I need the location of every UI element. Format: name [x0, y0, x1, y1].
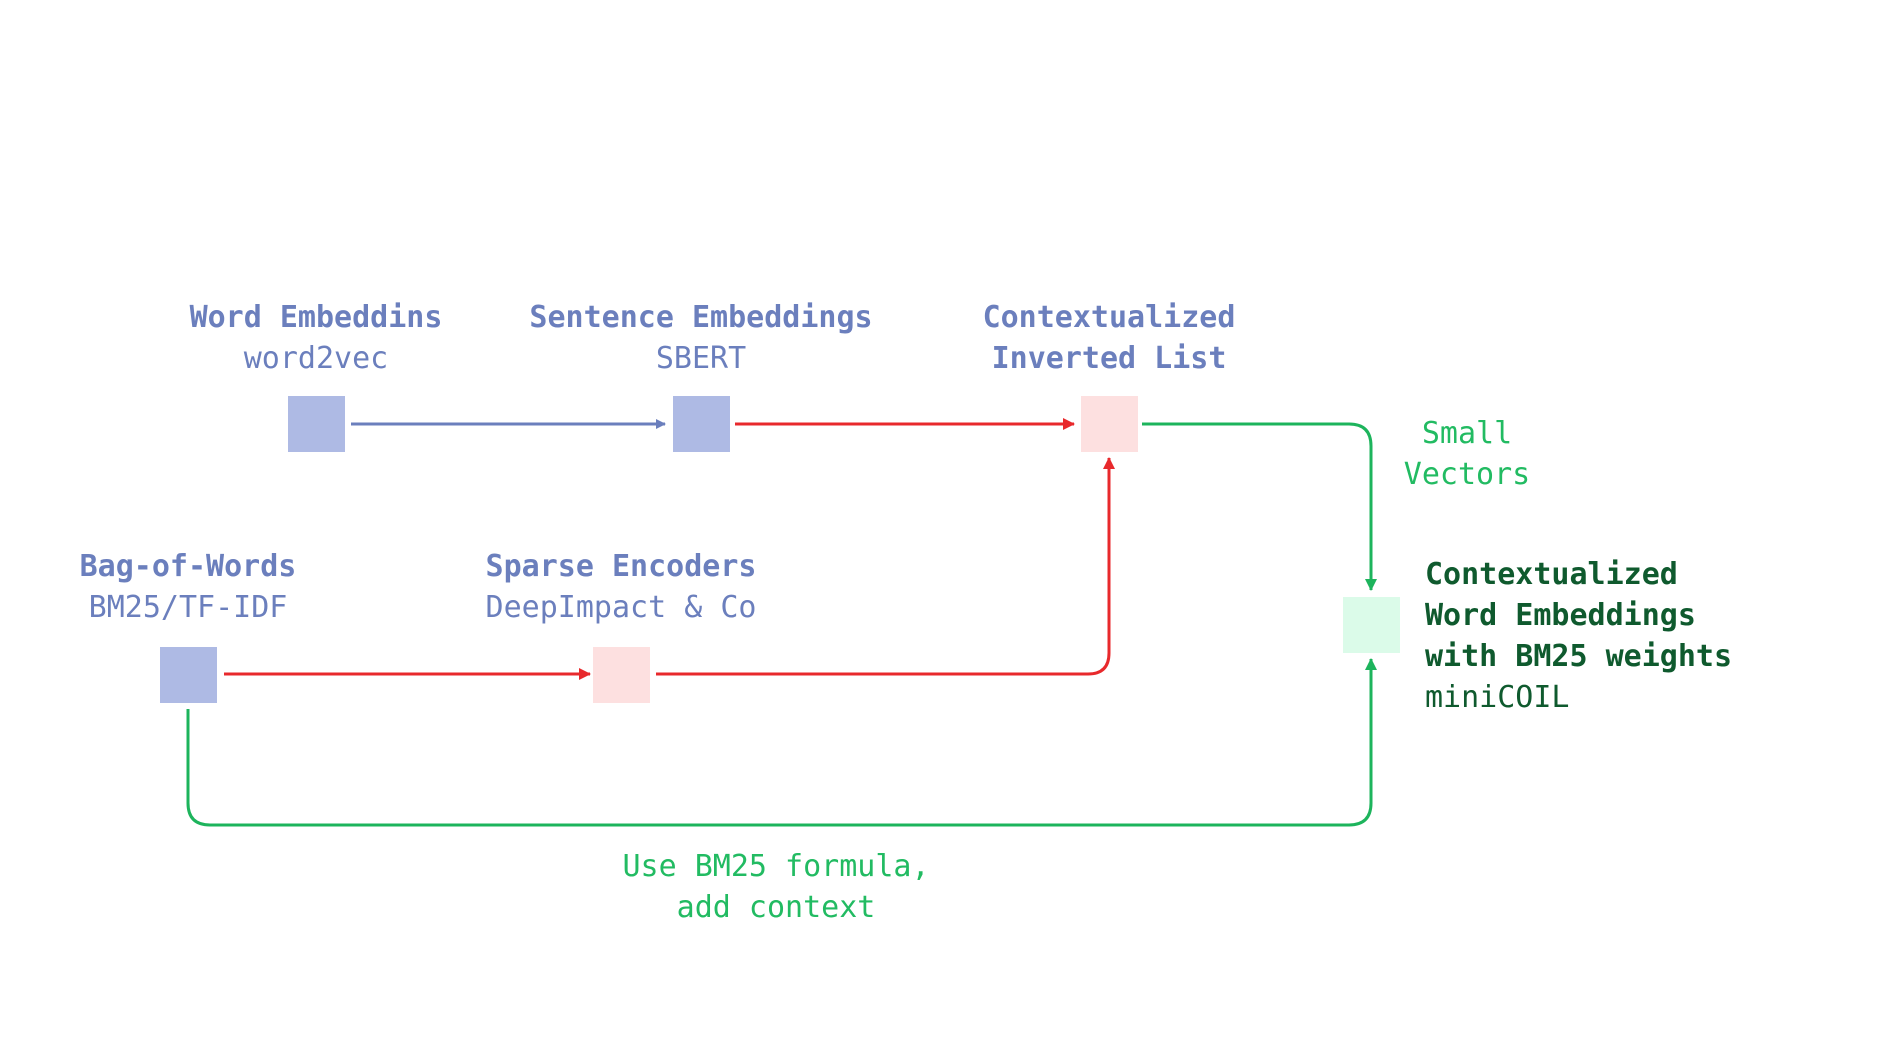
- bag-of-words-title: Bag-of-Words: [80, 549, 297, 584]
- bm25-formula-label-line2: add context: [677, 890, 876, 925]
- bag-of-words-subtitle: BM25/TF-IDF: [89, 590, 288, 625]
- minicoil-title-line1: Contextualized: [1425, 557, 1678, 592]
- sparse-encoders-subtitle: DeepImpact & Co: [486, 590, 757, 625]
- contextualized-inverted-list-title-line1: Contextualized: [983, 300, 1236, 335]
- node-word-embeddings: [288, 396, 345, 452]
- minicoil-title-line3: with BM25 weights: [1425, 639, 1732, 674]
- sentence-embeddings-subtitle: SBERT: [656, 341, 746, 376]
- edge-contextualized-to-minicoil: [1142, 422, 1377, 591]
- small-vectors-label-line1: Small: [1422, 416, 1512, 451]
- node-sentence-embeddings: [673, 396, 730, 452]
- node-minicoil: [1343, 597, 1400, 653]
- node-contextualized-inverted-list: [1081, 396, 1138, 452]
- word-embeddings-subtitle: word2vec: [244, 341, 389, 376]
- contextualized-inverted-list-title-line2: Inverted List: [992, 341, 1227, 376]
- node-sparse-encoders: [593, 647, 650, 703]
- word-embeddings-title: Word Embeddins: [190, 300, 443, 335]
- sentence-embeddings-title: Sentence Embeddings: [529, 300, 872, 335]
- minicoil-subtitle: miniCOIL: [1425, 680, 1570, 715]
- edge-sparse-to-contextualized: [656, 457, 1115, 676]
- sparse-encoders-title: Sparse Encoders: [486, 549, 757, 584]
- small-vectors-label-line2: Vectors: [1404, 457, 1530, 492]
- bm25-formula-label-line1: Use BM25 formula,: [622, 849, 929, 884]
- minicoil-title-line2: Word Embeddings: [1425, 598, 1696, 633]
- node-bag-of-words: [160, 647, 217, 703]
- edge-bow-to-minicoil: [186, 658, 1377, 827]
